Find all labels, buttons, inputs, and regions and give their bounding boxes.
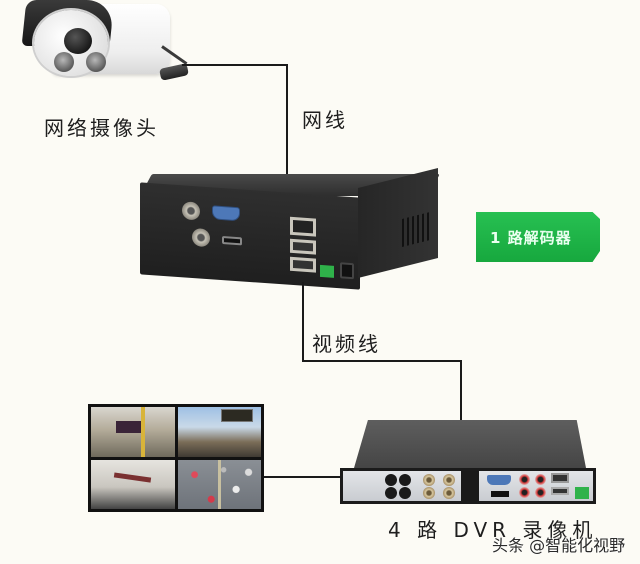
camera-lens-icon (64, 28, 92, 54)
ip-camera (21, 0, 189, 82)
ethernet-port-icon (290, 216, 316, 237)
video-cable-line (302, 360, 462, 362)
camera-feed-bus-interior (91, 407, 175, 457)
bnc-input-icon (423, 487, 435, 499)
decoder-device (140, 168, 440, 290)
vent-slot (402, 218, 404, 248)
vent-slot (427, 212, 429, 241)
video-cable-line (460, 360, 462, 422)
vent-slot (417, 214, 419, 244)
camera-face (34, 10, 108, 76)
terminal-block-icon (320, 264, 334, 278)
bnc-input-icon (443, 487, 455, 499)
vga-port-icon (487, 475, 511, 485)
dvr-rear-panel (340, 468, 596, 504)
rca-port-icon (519, 474, 530, 485)
decoder-badge: 1 路解码器 (476, 212, 600, 262)
dvr-top (354, 420, 586, 468)
ir-led-icon (86, 52, 106, 72)
ethernet-port-icon (551, 473, 569, 483)
terminal-block-icon (575, 487, 589, 499)
vent-slot (422, 213, 424, 243)
camera-feed-city-street (177, 407, 261, 457)
usb-port-icon (290, 238, 316, 255)
dvr-recorder (336, 420, 598, 504)
network-cable-line (286, 64, 288, 176)
bnc-input-icon (423, 474, 435, 486)
audio-port-icon (399, 474, 411, 486)
rca-port-icon (535, 487, 546, 498)
decoder-rear-panel (140, 182, 360, 290)
network-cable-label: 网线 (302, 108, 348, 132)
usb-port-icon (551, 487, 569, 495)
bnc-port-icon (182, 201, 200, 221)
camera-feed-traffic (177, 459, 261, 509)
rca-port-icon (519, 487, 530, 498)
camera-label: 网络摄像头 (44, 116, 159, 140)
audio-port-icon (385, 487, 397, 499)
vent-slot (412, 216, 414, 245)
vga-port-icon (212, 205, 240, 222)
monitor-quad-view (88, 404, 264, 512)
bnc-output-icon (461, 471, 479, 501)
video-cable-line (302, 282, 304, 362)
decoder-side (358, 168, 438, 278)
monitor-cable-line (264, 476, 340, 478)
bnc-input-icon (443, 474, 455, 486)
audio-port-icon (385, 474, 397, 486)
usb-port-icon (290, 256, 316, 273)
bnc-port-icon (192, 227, 210, 248)
dc-power-port-icon (340, 262, 354, 280)
ir-led-icon (54, 52, 74, 72)
vent-slot (407, 217, 409, 246)
camera-feed-bus-ceiling (91, 459, 175, 509)
rca-port-icon (535, 474, 546, 485)
dvr-label: 4 路 DVR 录像机 (388, 518, 598, 542)
watermark: 头条 @智能化视野 (492, 536, 626, 555)
audio-port-icon (399, 487, 411, 499)
hdmi-port-icon (222, 236, 242, 246)
video-cable-label: 视频线 (312, 332, 381, 356)
network-cable-line (182, 64, 288, 66)
hdmi-port-icon (491, 491, 509, 497)
